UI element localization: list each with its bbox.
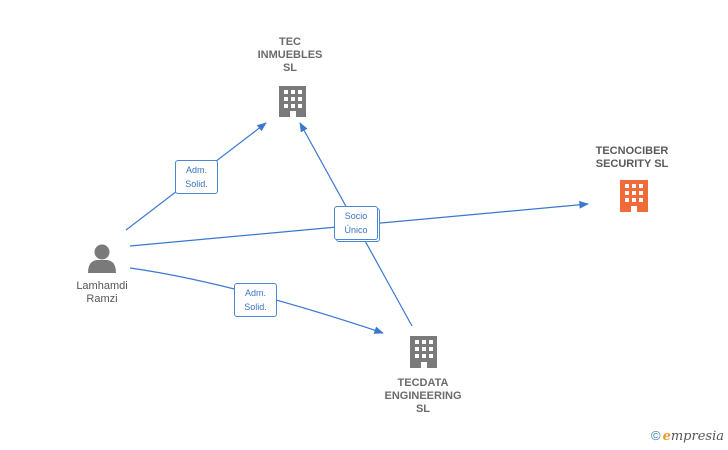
empresia-logo[interactable]: ©empresia xyxy=(651,428,724,444)
company-label-tec-inmuebles[interactable]: TEC INMUEBLES SL xyxy=(257,36,323,74)
person-label-lamhamdi[interactable]: Lamhamdi Ramzi xyxy=(76,280,128,305)
building-icon xyxy=(410,336,437,368)
person-icon xyxy=(88,244,116,273)
copyright-icon: © xyxy=(650,428,661,443)
company-label-tecdata[interactable]: TECDATA ENGINEERING SL xyxy=(384,377,462,415)
building-icon-focus xyxy=(620,180,648,212)
edge-label-socio-unico: Socio Único xyxy=(334,206,378,240)
edge-label-adm-solid: Adm. Solid. xyxy=(234,283,277,317)
edge-label-adm-solid: Adm. Solid. xyxy=(175,160,218,194)
company-label-tecnociber[interactable]: TECNOCIBER SECURITY SL xyxy=(595,145,669,170)
building-icon xyxy=(279,86,306,117)
brand-initial: e xyxy=(662,429,671,444)
brand-name: mpresia xyxy=(670,429,724,444)
